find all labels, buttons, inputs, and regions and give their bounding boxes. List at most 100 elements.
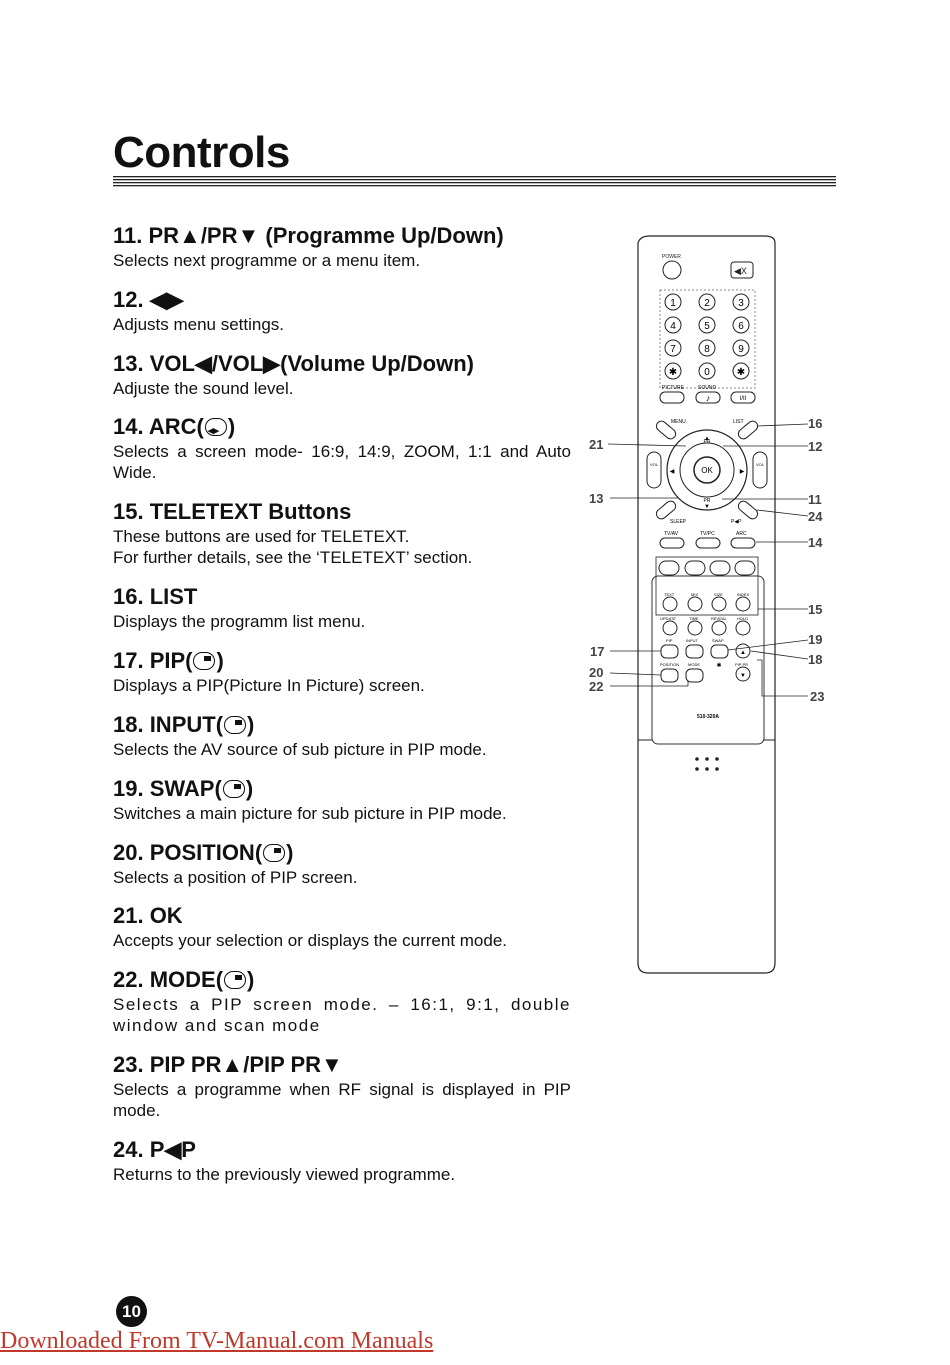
download-source-link[interactable]: Downloaded From TV-Manual.com Manuals (0, 1328, 434, 1354)
heading-text: ) (247, 967, 255, 993)
list-item: 20. POSITION() Selects a position of PIP… (113, 839, 571, 903)
swap-label: SWAP (712, 638, 724, 643)
update-label: UPDATE (660, 616, 676, 621)
menu-button (655, 420, 677, 440)
list-item: 15. TELETEXT Buttons These buttons are u… (113, 498, 571, 583)
item-heading: 20. POSITION() (113, 839, 571, 867)
digit-key: ✱ (669, 367, 677, 378)
item-heading: 13. VOL◀/VOL▶(Volume Up/Down) (113, 350, 475, 376)
pp-label: P◀P (731, 519, 742, 525)
arc-icon (204, 417, 227, 445)
list-item: 13. VOL◀/VOL▶(Volume Up/Down) Adjuste th… (113, 350, 571, 414)
item-description: Selects the AV source of sub picture in … (113, 739, 487, 759)
input-label: INPUT (686, 638, 699, 643)
item-description: Selects a programme when RF signal is di… (113, 1080, 571, 1121)
pp-button (737, 500, 759, 520)
list-item: 16. LIST Displays the programm list menu… (113, 583, 571, 647)
callout-23: 23 (810, 689, 824, 704)
item-description: Switches a main picture for sub picture … (113, 803, 507, 823)
list-label: LIST (733, 419, 744, 425)
right-arrow-icon: ▶ (740, 469, 745, 475)
picture-button (659, 391, 685, 404)
list-item: 18. INPUT() Selects the AV source of sub… (113, 711, 571, 775)
vol-down-button (646, 451, 662, 489)
position-label: POSITION (660, 662, 679, 667)
heading-text: 18. INPUT( (113, 711, 224, 737)
up-arrow-icon: ▲ (704, 436, 710, 442)
size-label: SIZE (714, 592, 723, 597)
picture-label: PICTURE (662, 385, 685, 391)
heading-text: 22. MODE( (113, 967, 224, 993)
arc-label: ARC (736, 531, 747, 537)
i-ii-label: I/II (740, 396, 747, 402)
heading-text: 19. SWAP( (113, 775, 222, 801)
pip-label: PIP (666, 638, 673, 643)
digit-key: 7 (670, 344, 676, 355)
left-arrow-icon: ◀ (670, 469, 675, 475)
list-item: 21. OK Accepts your selection or display… (113, 902, 571, 966)
item-description: Selects a position of PIP screen. (113, 867, 358, 887)
item-description: Selects a screen mode- 16:9, 14:9, ZOOM,… (113, 442, 571, 483)
page-number: 10 (116, 1296, 147, 1327)
list-item: 22. MODE() Selects a PIP screen mode. – … (113, 966, 571, 1051)
heading-text: 17. PIP( (113, 648, 193, 674)
speaker-grille (695, 757, 719, 771)
pip-icon (193, 652, 216, 671)
callout-11: 11 (808, 492, 822, 507)
input-icon (224, 715, 247, 734)
list-item: 24. P◀P Returns to the previously viewed… (113, 1136, 571, 1200)
index-label: INDEX (737, 592, 750, 597)
list-button (737, 420, 759, 440)
digit-key: ✱ (737, 367, 745, 378)
callout-13: 13 (589, 491, 603, 506)
controls-list: 11. PR▲/PR▼ (Programme Up/Down) Selects … (113, 222, 571, 1200)
item-heading: 23. PIP PR▲/PIP PR▼ (113, 1052, 343, 1078)
digit-key: 5 (704, 321, 710, 332)
callout-19: 19 (808, 632, 822, 647)
page-title: Controls (113, 128, 290, 177)
mute-button[interactable] (730, 261, 754, 279)
heading-text: 20. POSITION( (113, 839, 263, 865)
arc-button (730, 537, 756, 549)
menu-label: MENU (671, 419, 686, 425)
item-description: Selects next programme or a menu item. (113, 251, 421, 270)
item-description: Adjusts menu settings. (113, 314, 285, 334)
sleep-label: SLEEP (670, 519, 687, 525)
digit-key: 9 (738, 344, 744, 355)
item-heading: 17. PIP() (113, 647, 571, 675)
pip-pr-label: PIP PR (735, 662, 748, 667)
item-heading: 19. SWAP() (113, 775, 571, 803)
callout-17: 17 (590, 644, 604, 659)
ok-button[interactable] (693, 456, 721, 484)
callout-15: 15 (808, 602, 822, 617)
green-button (684, 560, 706, 576)
list-item: 17. PIP() Displays a PIP(Picture In Pict… (113, 647, 571, 711)
title-underline (113, 176, 836, 188)
power-button[interactable] (662, 260, 682, 280)
callout-18: 18 (808, 652, 822, 667)
digit-key: 4 (670, 321, 676, 332)
tvpc-label: TV/PC (700, 531, 715, 537)
item-description: Adjuste the sound level. (113, 378, 294, 398)
item-description: Displays a PIP(Picture In Picture) scree… (113, 676, 425, 696)
item-heading: 15. TELETEXT Buttons (113, 499, 352, 525)
text-label: TEXT (664, 592, 675, 597)
list-item: 12. ◀▶ Adjusts menu settings. (113, 286, 571, 350)
model-label: 510-320A (697, 714, 719, 720)
item-heading: 16. LIST (113, 584, 198, 610)
tvav-label: TV/AV (664, 531, 679, 537)
sleep-button (655, 500, 677, 520)
number-pad-frame (659, 289, 756, 389)
pr-up-label: PR (704, 439, 711, 445)
swap-icon (222, 779, 245, 798)
callout-22: 22 (589, 679, 603, 694)
heading-text: ) (286, 839, 294, 865)
item-description: Returns to the previously viewed program… (113, 1165, 456, 1185)
list-item: 19. SWAP() Switches a main picture for s… (113, 775, 571, 839)
digit-key: 2 (704, 298, 710, 309)
item-heading: 14. ARC() (113, 413, 571, 445)
item-heading: 18. INPUT() (113, 711, 571, 739)
sound-label: SOUND (698, 385, 716, 391)
vol-up-button (752, 451, 768, 489)
item-heading: 12. ◀▶ (113, 286, 184, 312)
